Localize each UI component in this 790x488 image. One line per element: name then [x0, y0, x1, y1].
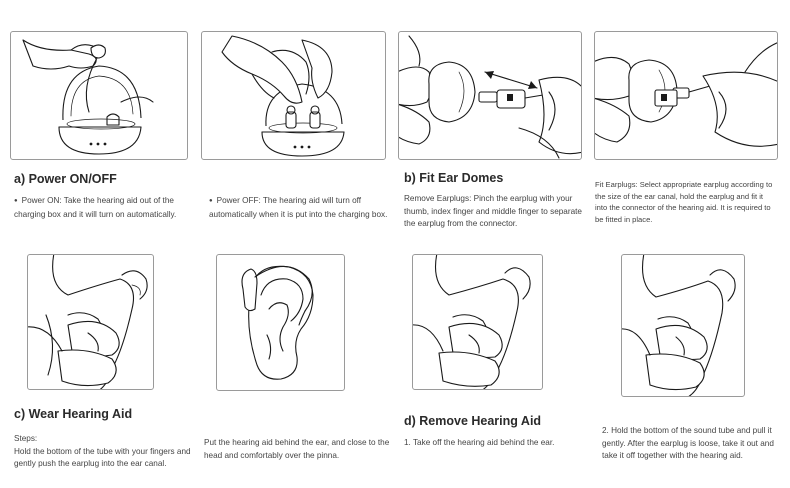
illustration-remove-dome	[398, 31, 582, 160]
illustration-power-on	[10, 31, 188, 160]
illustration-pull-tube	[621, 254, 745, 397]
fit-earplugs-description: Fit Earplugs: Select appropriate earplug…	[595, 180, 773, 224]
fit-earplugs-text: Fit Earplugs: Select appropriate earplug…	[595, 179, 775, 225]
remove-earplugs-text: Remove Earplugs: Pinch the earplug with …	[404, 193, 582, 231]
power-off-text: Power OFF: The hearing aid will turn off…	[209, 195, 395, 221]
remove-step-1-text: 1. Take off the hearing aid behind the e…	[404, 437, 590, 450]
wear-steps-text: Steps: Hold the bottom of the tube with …	[14, 433, 196, 471]
wear-section-title: c) Wear Hearing Aid	[14, 407, 133, 421]
illustration-power-off	[201, 31, 386, 160]
wear-steps-label: Steps:	[14, 434, 38, 443]
power-section-title: a) Power ON/OFF	[14, 172, 117, 186]
illustration-take-off	[412, 254, 543, 390]
wear-step-2-text: Put the hearing aid behind the ear, and …	[204, 437, 390, 462]
illustration-fit-dome	[594, 31, 778, 160]
illustration-insert-earplug	[27, 254, 154, 390]
remove-earplugs-description: Remove Earplugs: Pinch the earplug with …	[404, 194, 582, 228]
power-on-text: Power ON: Take the hearing aid out of th…	[14, 195, 200, 221]
wear-step-2: Put the hearing aid behind the ear, and …	[204, 438, 390, 460]
power-off-description: Power OFF: The hearing aid will turn off…	[209, 195, 395, 221]
power-on-description: Power ON: Take the hearing aid out of th…	[14, 195, 200, 221]
domes-section-title: b) Fit Ear Domes	[404, 171, 504, 185]
remove-step-2: 2. Hold the bottom of the sound tube and…	[602, 426, 774, 460]
remove-section-title: d) Remove Hearing Aid	[404, 414, 542, 428]
illustration-behind-ear	[216, 254, 345, 391]
remove-step-2-text: 2. Hold the bottom of the sound tube and…	[602, 425, 780, 463]
wear-step-1: Hold the bottom of the tube with your fi…	[14, 446, 191, 469]
remove-step-1: 1. Take off the hearing aid behind the e…	[404, 438, 555, 447]
